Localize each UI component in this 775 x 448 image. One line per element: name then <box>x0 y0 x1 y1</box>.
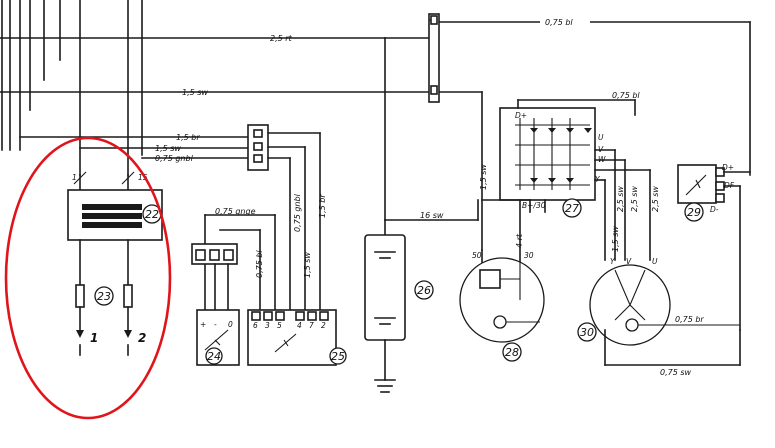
wire-label-25sw-c: 2,5 sw <box>651 186 660 212</box>
wire-label-075gnge: 0,75 gnge <box>215 207 256 216</box>
wire-label-075gnbl: 0,75 gnbl <box>155 154 194 163</box>
wire-label-25sw-a: 2,5 sw <box>616 186 625 212</box>
terminal-30: 30 <box>524 251 534 260</box>
component-number-26: 26 <box>417 284 431 297</box>
wire-label-25rt: 2,5 rt <box>270 34 293 43</box>
terminal-w: W <box>598 155 606 164</box>
wire-label-15sw-28: 1,5 sw <box>479 164 488 190</box>
terminal-y-30: Y <box>610 257 616 266</box>
output-2-label: 2 <box>138 331 146 345</box>
terminal-v-30: V <box>626 257 632 266</box>
component-number-29: 29 <box>687 206 701 219</box>
wire-label-15br: 1,5 br <box>176 133 200 142</box>
starter-28: 28 <box>459 199 545 362</box>
wire-label-075bl-top: 0,75 bl <box>545 18 573 27</box>
wire-label-15sw-v: 1,5 sw <box>303 252 312 278</box>
plug-connector-mid <box>247 124 321 311</box>
wire-label-15sw-30: 1,5 sw <box>611 226 620 252</box>
terminal-24-plus: + <box>200 320 206 329</box>
left-wire-bundle <box>1 0 143 176</box>
red-highlight-circle <box>4 136 172 420</box>
wire-label-075sw-bot: 0,75 sw <box>660 368 692 377</box>
terminal-u: U <box>598 133 604 142</box>
terminal-dplus-27: D+ <box>515 111 527 120</box>
wire-label-15sw-top: 1,5 sw <box>182 88 208 97</box>
terminal-50: 50 <box>472 251 482 260</box>
battery-26: 26 <box>364 199 479 393</box>
component-number-22: 22 <box>145 208 159 221</box>
fuse-pair-23: 23 <box>75 239 133 356</box>
terminal-25-7: 7 <box>309 321 314 330</box>
alternator-30: 30 <box>577 264 741 366</box>
component-number-25: 25 <box>331 350 345 363</box>
terminal-v: V <box>598 145 604 154</box>
terminal-25-3: 3 <box>265 321 270 330</box>
terminal-25-4: 4 <box>297 321 302 330</box>
terminal-y: Y <box>595 175 601 184</box>
terminal-u-30: U <box>652 257 658 266</box>
wire-label-4rt: 4 rt <box>515 233 524 248</box>
terminal-25-2: 2 <box>321 321 326 330</box>
gauge-wiring-24-25: 24 25 <box>191 214 347 366</box>
terminal-15-label: 15 <box>138 173 148 182</box>
terminal-dplus-29: D+ <box>722 163 734 172</box>
top-wires <box>0 16 751 251</box>
component-number-23: 23 <box>97 290 111 303</box>
terminal-bw30: B+/30 <box>522 201 546 210</box>
terminal-25-6: 6 <box>253 321 258 330</box>
terminal-24-minus: - <box>214 320 217 329</box>
terminal-25-5: 5 <box>277 321 282 330</box>
component-number-24: 24 <box>207 350 221 363</box>
terminal-df: DF <box>724 181 735 190</box>
wire-label-15sw-mid: 1,5 sw <box>155 144 181 153</box>
regulator-29: 29 <box>677 164 751 331</box>
component-number-28: 28 <box>505 346 519 359</box>
ignition-switch-22: 22 <box>67 171 163 241</box>
component-number-30: 30 <box>580 326 594 339</box>
component-number-27: 27 <box>565 202 579 215</box>
rectifier-27: 27 <box>481 99 651 261</box>
wire-label-075gnbl-v: 0,75 gnbl <box>293 193 302 232</box>
terminal-1-label: 1 <box>72 173 77 182</box>
wire-label-075bl-27: 0,75 bl <box>612 91 640 100</box>
wire-label-075bl-v: 0,75 bl <box>255 250 264 278</box>
terminal-24-zero: 0 <box>228 320 233 329</box>
wire-label-075br-30: 0,75 br <box>675 315 704 324</box>
wire-label-15br-v: 1,5 br <box>318 194 327 218</box>
wire-label-16sw: 16 sw <box>420 211 444 220</box>
top-connector <box>428 13 440 103</box>
output-1-label: 1 <box>90 331 98 345</box>
wire-label-25sw-b: 2,5 sw <box>630 186 639 212</box>
terminal-dminus: D- <box>710 205 719 214</box>
